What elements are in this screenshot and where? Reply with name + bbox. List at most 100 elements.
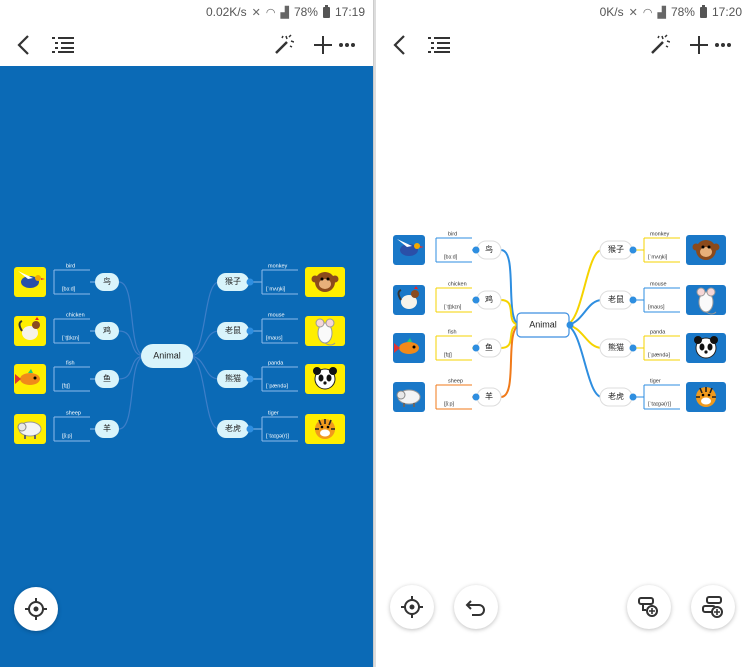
undo-button[interactable] xyxy=(454,585,498,629)
word-node[interactable] xyxy=(217,370,249,388)
mindmap[interactable]: 鸟bird[bɜːd]鸡chicken[ˈtʃɪkɪn]鱼fish[fɪʃ]羊s… xyxy=(0,66,374,667)
collapse-toggle[interactable] xyxy=(629,393,637,401)
chinese-word: 鱼 xyxy=(103,373,111,383)
bracket xyxy=(53,416,95,442)
root-node[interactable]: Animal xyxy=(516,312,574,338)
chicken-icon xyxy=(18,317,40,340)
root-node-box[interactable] xyxy=(141,344,193,368)
english-word: sheep xyxy=(66,410,81,416)
collapse-toggle[interactable] xyxy=(629,344,637,352)
network-speed: 0K/s xyxy=(599,5,624,19)
mindmap[interactable]: 鸟bird[bɜːd]鸡chicken[ˈtʃɪkɪn]鱼fish[fɪʃ]羊s… xyxy=(376,66,750,667)
connector xyxy=(118,355,146,380)
phonetic: [fɪʃ] xyxy=(444,352,452,358)
branch-node-right[interactable]: 老鼠 mouse [maʊs] xyxy=(599,281,726,315)
add-sibling-node-icon xyxy=(702,596,723,618)
collapse-toggle[interactable] xyxy=(246,375,254,383)
collapse-toggle[interactable] xyxy=(629,246,637,254)
chinese-word: 鸡 xyxy=(103,325,111,335)
mouse-icon xyxy=(315,318,336,346)
collapse-toggle[interactable] xyxy=(629,296,637,304)
word-node[interactable] xyxy=(95,273,119,291)
connector xyxy=(188,355,220,380)
bracket xyxy=(53,366,95,392)
add-icon[interactable] xyxy=(308,30,338,60)
bracket xyxy=(435,384,477,410)
root-label: Animal xyxy=(529,319,557,329)
more-icon[interactable] xyxy=(708,30,738,60)
connector xyxy=(118,281,146,357)
bracket xyxy=(249,269,298,295)
collapse-toggle[interactable] xyxy=(472,344,480,352)
chinese-word: 鸟 xyxy=(485,244,493,254)
bracket xyxy=(632,237,680,263)
fish-icon xyxy=(394,338,419,354)
magic-wand-icon[interactable] xyxy=(644,30,674,60)
phonetic: [bɜːd] xyxy=(62,286,76,292)
connector xyxy=(118,355,146,430)
collapse-toggle[interactable] xyxy=(246,278,254,286)
english-word: mouse xyxy=(650,281,667,287)
chinese-word: 羊 xyxy=(103,423,111,433)
english-word: bird xyxy=(448,231,457,237)
word-node[interactable] xyxy=(217,322,249,340)
word-node[interactable] xyxy=(217,273,249,291)
locate-button[interactable] xyxy=(14,587,58,631)
bracket xyxy=(53,269,95,295)
undo-icon xyxy=(465,600,485,616)
add-child-node-button[interactable] xyxy=(627,585,671,629)
word-node[interactable] xyxy=(95,420,119,438)
phonetic: [maʊs] xyxy=(648,304,665,310)
outline-list-icon[interactable] xyxy=(424,30,454,60)
english-word: chicken xyxy=(66,312,85,318)
collapse-toggle[interactable] xyxy=(472,393,480,401)
status-bar: 0.02K/s ✕ ◠ ▟ 78% 17:19 xyxy=(0,0,373,24)
word-node[interactable] xyxy=(217,420,249,438)
clock: 17:19 xyxy=(334,5,365,19)
word-node[interactable] xyxy=(95,370,119,388)
more-icon[interactable] xyxy=(332,30,362,60)
bracket xyxy=(632,384,680,410)
locate-button[interactable] xyxy=(390,585,434,629)
back-icon[interactable] xyxy=(384,30,414,60)
collapse-toggle[interactable] xyxy=(472,296,480,304)
collapse-toggle[interactable] xyxy=(566,321,574,329)
collapse-toggle[interactable] xyxy=(472,246,480,254)
collapse-toggle[interactable] xyxy=(246,327,254,335)
toolbar xyxy=(0,24,373,66)
outline-list-icon[interactable] xyxy=(48,30,78,60)
root-node[interactable]: Animal xyxy=(141,344,193,368)
back-icon[interactable] xyxy=(8,30,38,60)
mute-icon: ✕ xyxy=(251,6,261,19)
add-sibling-node-button[interactable] xyxy=(691,585,735,629)
add-icon[interactable] xyxy=(684,30,714,60)
sheep-icon xyxy=(396,389,421,407)
chinese-word: 老鼠 xyxy=(608,294,624,304)
network-speed: 0.02K/s xyxy=(205,5,247,19)
mouse-icon xyxy=(696,287,717,315)
magic-wand-icon[interactable] xyxy=(268,30,298,60)
word-node[interactable] xyxy=(95,322,119,340)
chinese-word: 老虎 xyxy=(225,423,241,433)
english-word: mouse xyxy=(268,312,285,318)
bracket xyxy=(249,318,298,344)
collapse-toggle[interactable] xyxy=(246,425,254,433)
